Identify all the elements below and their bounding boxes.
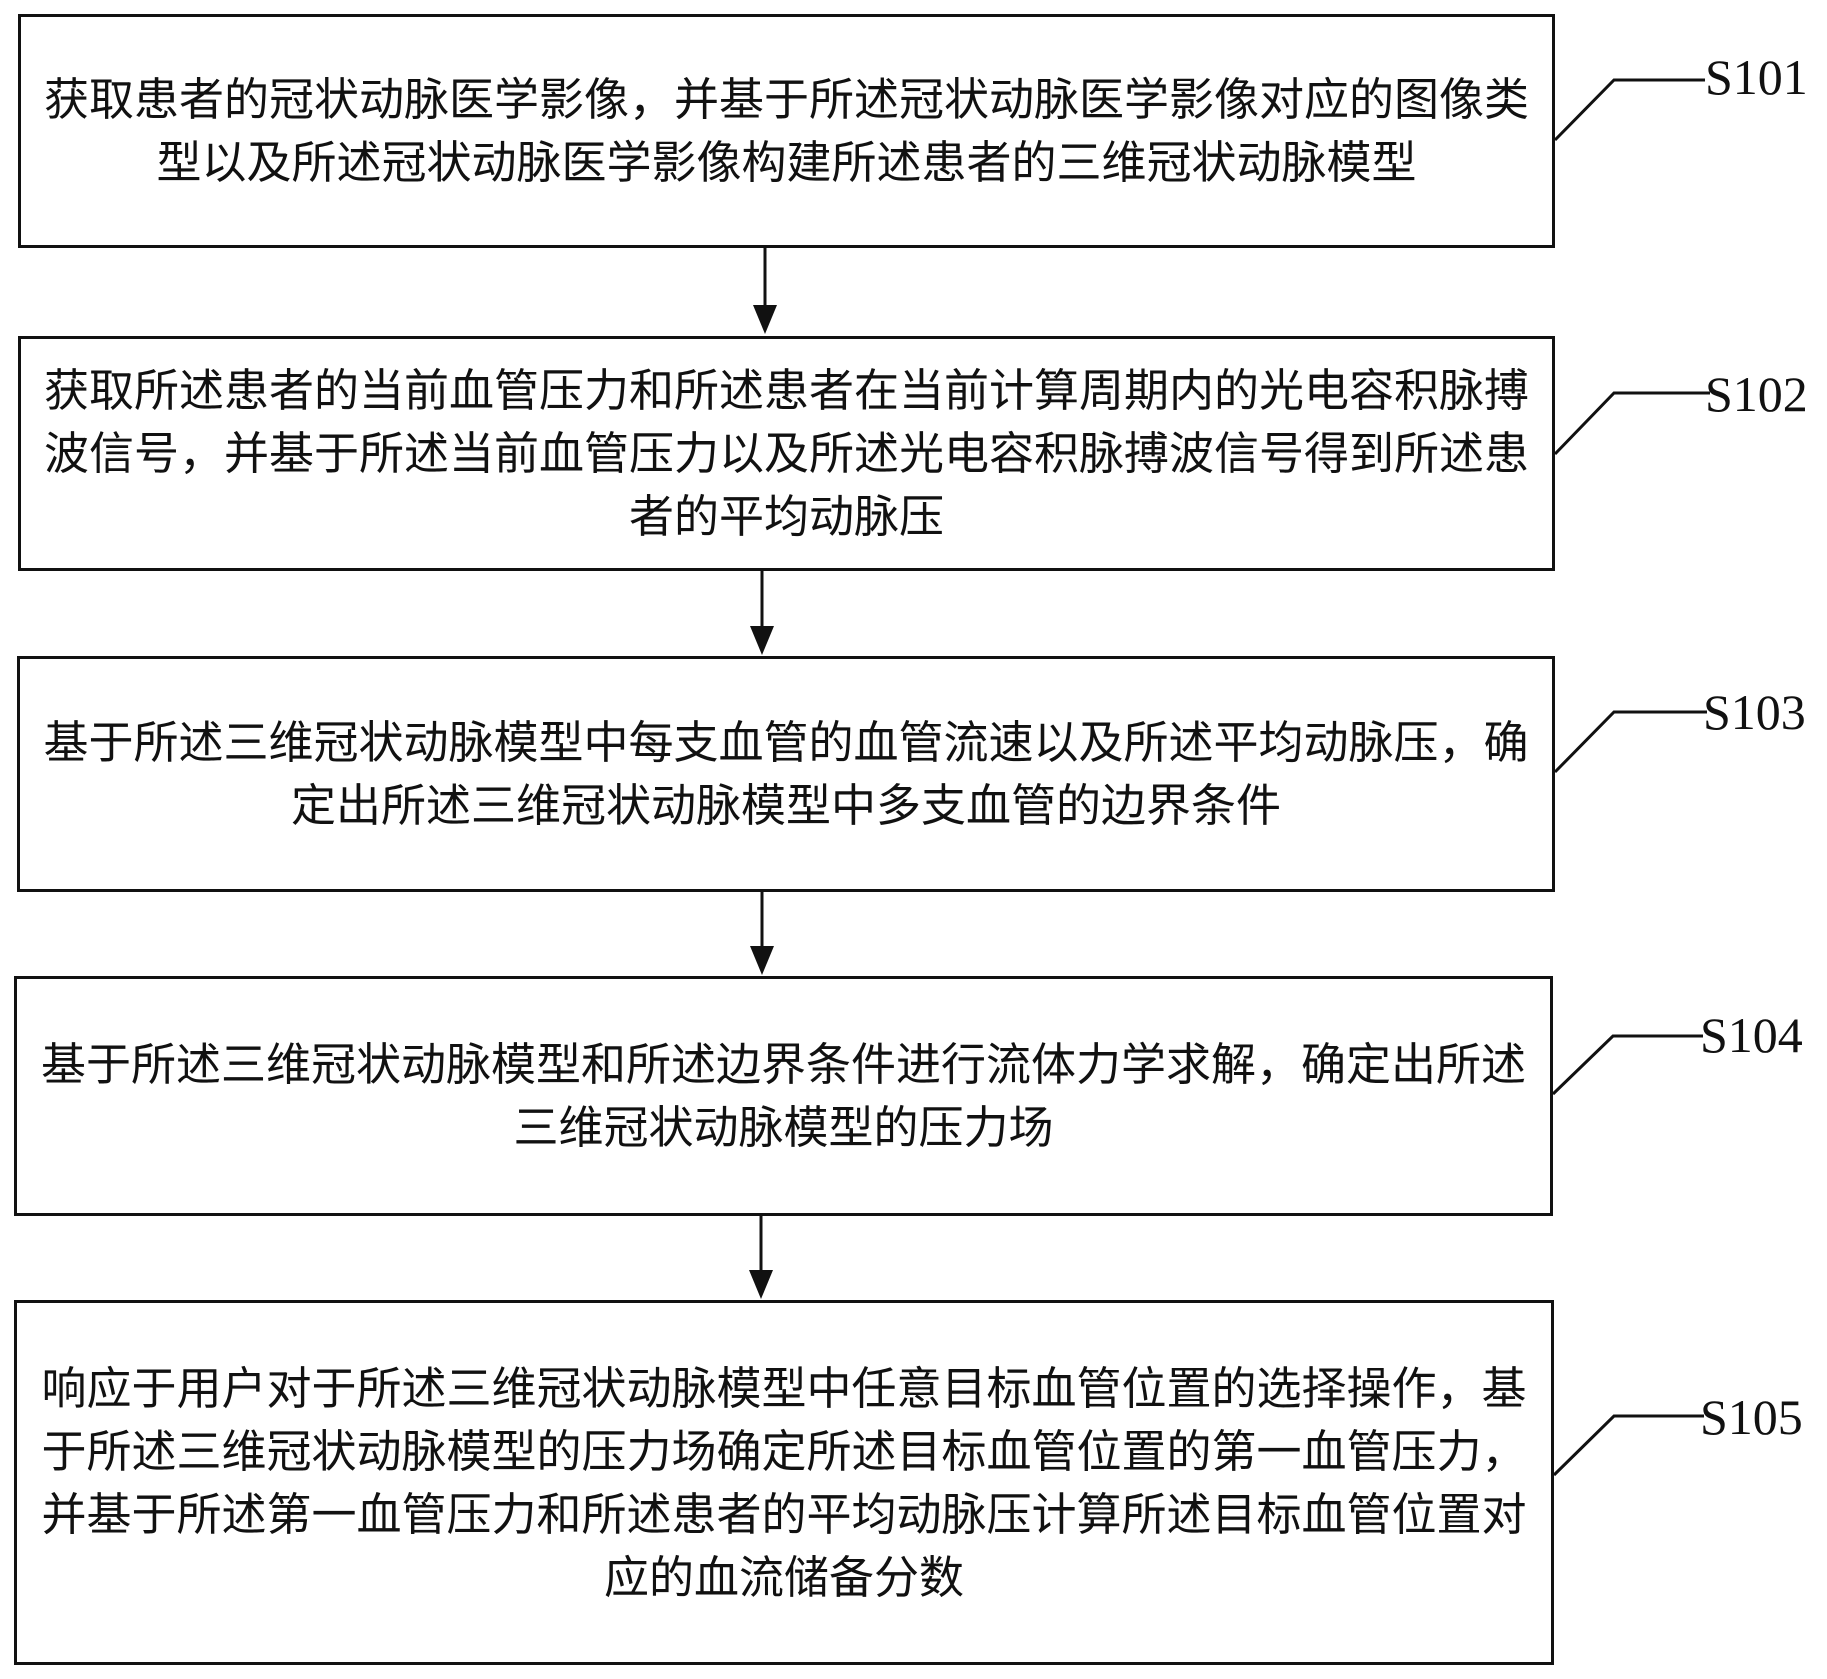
flow-arrows xyxy=(749,248,777,1299)
label-leaders xyxy=(1551,78,1710,1477)
step-box-s101: 获取患者的冠状动脉医学影像，并基于所述冠状动脉医学影像对应的图像类型以及所述冠状… xyxy=(18,14,1555,248)
step-label-s104: S104 xyxy=(1700,1007,1803,1063)
step-label-s101: S101 xyxy=(1705,49,1808,105)
step-text-s102: 获取所述患者的当前血管压力和所述患者在当前计算周期内的光电容积脉搏波信号，并基于… xyxy=(43,364,1529,543)
leader-s102-path xyxy=(1553,391,1710,456)
step-box-s104: 基于所述三维冠状动脉模型和所述边界条件进行流体力学求解，确定出所述三维冠状动脉模… xyxy=(14,976,1553,1216)
step-label-s105: S105 xyxy=(1700,1389,1803,1445)
leader-s105-path xyxy=(1552,1414,1704,1477)
step-label-s102: S102 xyxy=(1705,366,1808,422)
step-text-s105: 响应于用户对于所述三维冠状动脉模型中任意目标血管位置的选择操作，基于所述三维冠状… xyxy=(41,1361,1527,1604)
step-text-s103: 基于所述三维冠状动脉模型中每支血管的血管流速以及所述平均动脉压，确定出所述三维冠… xyxy=(43,716,1529,832)
arrowhead-s103-s104 xyxy=(750,946,774,975)
leader-s101-full xyxy=(1553,78,1705,142)
step-box-s103: 基于所述三维冠状动脉模型中每支血管的血管流速以及所述平均动脉压，确定出所述三维冠… xyxy=(17,656,1555,892)
step-box-s102: 获取所述患者的当前血管压力和所述患者在当前计算周期内的光电容积脉搏波信号，并基于… xyxy=(18,336,1555,571)
arrowhead-s101-s102 xyxy=(753,305,777,334)
step-label-s103: S103 xyxy=(1703,684,1806,740)
leader-s103-path xyxy=(1553,710,1707,774)
arrowhead-s104-s105 xyxy=(749,1270,773,1299)
step-box-s105: 响应于用户对于所述三维冠状动脉模型中任意目标血管位置的选择操作，基于所述三维冠状… xyxy=(14,1300,1554,1665)
step-text-s101: 获取患者的冠状动脉医学影像，并基于所述冠状动脉医学影像对应的图像类型以及所述冠状… xyxy=(43,73,1529,189)
step-text-s104: 基于所述三维冠状动脉模型和所述边界条件进行流体力学求解，确定出所述三维冠状动脉模… xyxy=(40,1038,1526,1154)
arrowhead-s102-s103 xyxy=(750,626,774,655)
leader-s104-path xyxy=(1551,1034,1703,1096)
